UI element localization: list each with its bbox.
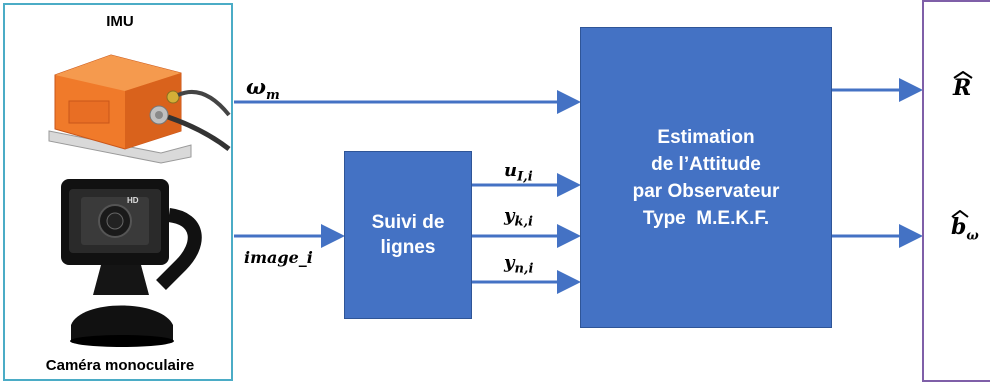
sensor-panel: IMU HD Caméra monoculaire — [3, 3, 233, 381]
u-symbol: u — [504, 160, 518, 181]
yk-signal-label: yk,i — [504, 205, 533, 230]
estimation-line-4: Type M.E.K.F. — [642, 207, 770, 229]
hat-accent-icon — [953, 71, 973, 79]
omega-symbol: ω — [246, 74, 266, 99]
suivi-line-1: Suivi de — [371, 212, 445, 233]
b-hat-output-label: bω — [951, 210, 979, 244]
suivi-line-2: lignes — [380, 237, 436, 258]
estimation-line-2: de l’Attitude — [651, 153, 761, 175]
estimation-line-3: par Observateur — [632, 180, 780, 202]
image-signal-label: image_i — [244, 248, 313, 267]
yn-subscript: n,i — [514, 261, 534, 277]
r-hat-output-label: R — [953, 71, 973, 101]
omega-subscript: m — [266, 88, 280, 104]
yk-symbol: y — [504, 205, 515, 226]
estimation-line-1: Estimation — [657, 126, 755, 148]
yn-symbol: y — [504, 252, 515, 273]
camera-brand-label: HD — [127, 196, 139, 205]
hat-accent-icon — [951, 210, 969, 218]
u-signal-label: uI,i — [504, 160, 533, 185]
yk-subscript: k,i — [514, 214, 533, 230]
b-symbol: b — [951, 214, 967, 240]
attitude-estimation-block: Estimation de l’Attitude par Observateur… — [580, 27, 832, 328]
webcam-icon: HD — [61, 179, 202, 347]
u-subscript: I,i — [517, 169, 533, 185]
line-tracking-block: Suivi de lignes — [344, 151, 472, 319]
yn-signal-label: yn,i — [504, 252, 533, 277]
imu-device-icon — [48, 54, 231, 164]
b-subscript: ω — [966, 228, 979, 244]
camera-title: Caméra monoculaire — [45, 357, 195, 374]
imu-title: IMU — [106, 13, 134, 30]
output-panel — [922, 0, 990, 382]
r-symbol: R — [953, 75, 972, 101]
omega-signal-label: ωm — [246, 74, 280, 103]
